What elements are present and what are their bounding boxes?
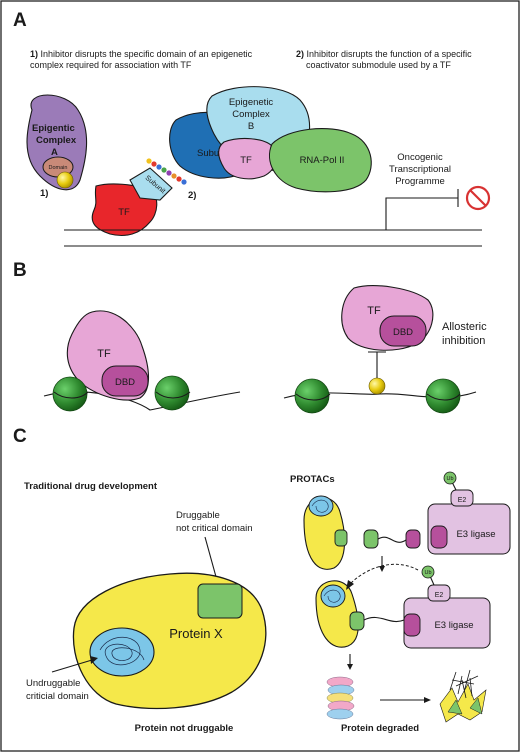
protac-top-tangle [311,499,329,513]
dna-wrap-l2 [155,391,191,399]
inhibitor-ball-1 [56,171,74,189]
complex-a-label-1: Epigentic [32,123,75,134]
complex-b-label-1: Epigenetic [229,97,274,108]
ub-top [443,471,457,485]
protac-ligand-green [363,529,379,549]
rna-pol-ii-shape [269,128,372,193]
programme-label-1: Oncogenic [397,152,443,163]
protac-bottom-green-ligand [349,611,365,631]
panel-label-c: C [13,426,27,447]
dark-subunit-label: Subunit [197,148,230,159]
e2-top [450,489,474,507]
pink-tf-label: TF [240,155,252,166]
left-tf-label: TF [97,348,111,360]
traditional-title: Traditional drug development [24,481,158,492]
e2-top-label: E2 [458,497,467,504]
panel-label-b: B [13,260,27,281]
protac-top-green-domain [334,529,348,547]
marker-2: 2) [188,190,196,201]
undruggable-label-1: Undruggable [26,678,80,689]
nucleosome-right-1 [294,378,330,414]
programme-label-3: Programme [395,176,445,187]
left-dbd-shape [101,365,149,397]
programme-label-2: Transcriptional [389,164,451,175]
undruggable-label-2: criticial domain [26,691,89,702]
druggable-domain [197,583,243,619]
right-dbd-label: DBD [393,327,413,338]
degradation-arrowhead-down [347,664,353,670]
complex-b-label-2: Complex [232,109,270,120]
protac-ligand-magenta [405,529,421,549]
protacs-title: PROTACs [290,474,335,485]
domain-label: Domain [49,165,68,171]
degradation-arrowhead [424,697,431,703]
ub-bottom-label: Ub [424,570,431,576]
rna-pol-ii-label: RNA-Pol II [300,155,345,166]
no-entry-icon [465,185,491,211]
dna-wrap-r1 [295,393,331,401]
e2-bottom [427,584,451,602]
undruggable-arrowhead [90,656,98,664]
panel-label-a: A [13,10,27,31]
allosteric-label-2: inhibition [442,335,485,347]
complex-b-label-3: B [248,121,254,132]
protein-not-druggable-label: Protein not druggable [135,723,234,734]
complex-a-label-3: A [51,147,58,158]
caption-1-line-2: complex required for association with TF [30,60,192,70]
complex-a-label-2: Complex [36,135,77,146]
protein-x-label: Protein X [169,626,223,641]
protein-degraded-label: Protein degraded [341,723,419,734]
e3-top-binding-site [430,525,448,549]
protac-top-blue-domain [308,495,334,517]
left-dbd-label: DBD [115,377,135,388]
right-dbd-shape [379,315,427,347]
caption-2-line-2: coactivator submodule used by a TF [306,60,451,70]
degraded-protein-fragments-icon [439,669,487,723]
caption-2: 2) Inhibitor disrupts the function of a … [296,49,472,59]
protac-linker [377,536,407,543]
druggable-label-2: not critical domain [176,523,253,534]
protac-arrowhead-down [379,566,385,572]
allosteric-label-1: Allosteric [442,321,487,333]
e3-bottom-binding-site [403,613,421,637]
pink-tf-shape [218,137,277,180]
inhibitor-bead-chain [146,158,187,185]
marker-1: 1) [40,188,48,199]
allosteric-inhibitor-ball [368,377,386,395]
dna-wrap-l1 [53,391,89,399]
e3-top-label: E3 ligase [456,529,495,540]
protac-bottom-tangle [323,589,341,603]
tss-arrow-line [385,197,458,230]
e3-bottom-label: E3 ligase [434,620,473,631]
small-subunit-shape [129,167,173,201]
undruggable-arrow [51,659,93,673]
caption-1: 1) Inhibitor disrupts the specific domai… [30,49,253,59]
ub-top-label: Ub [446,476,453,482]
red-tf-label: TF [118,207,130,218]
ub-bottom [421,565,435,579]
polyubiquitinated-protein-icon [326,676,355,720]
ub-transfer-arrow [349,563,419,585]
nucleosome-left-2 [154,375,190,411]
protac-bottom-linker [363,616,405,622]
right-tf-label: TF [367,305,381,317]
nucleosome-right-2 [425,378,461,414]
nucleosome-left-1 [52,376,88,412]
protac-bottom-blue-domain [320,584,346,608]
dna-wrap-r2 [426,393,461,401]
ub-transfer-arrowhead [346,580,354,590]
druggable-label-1: Druggable [176,510,220,521]
e2-bottom-label: E2 [435,592,444,599]
undruggable-domain [89,627,155,677]
